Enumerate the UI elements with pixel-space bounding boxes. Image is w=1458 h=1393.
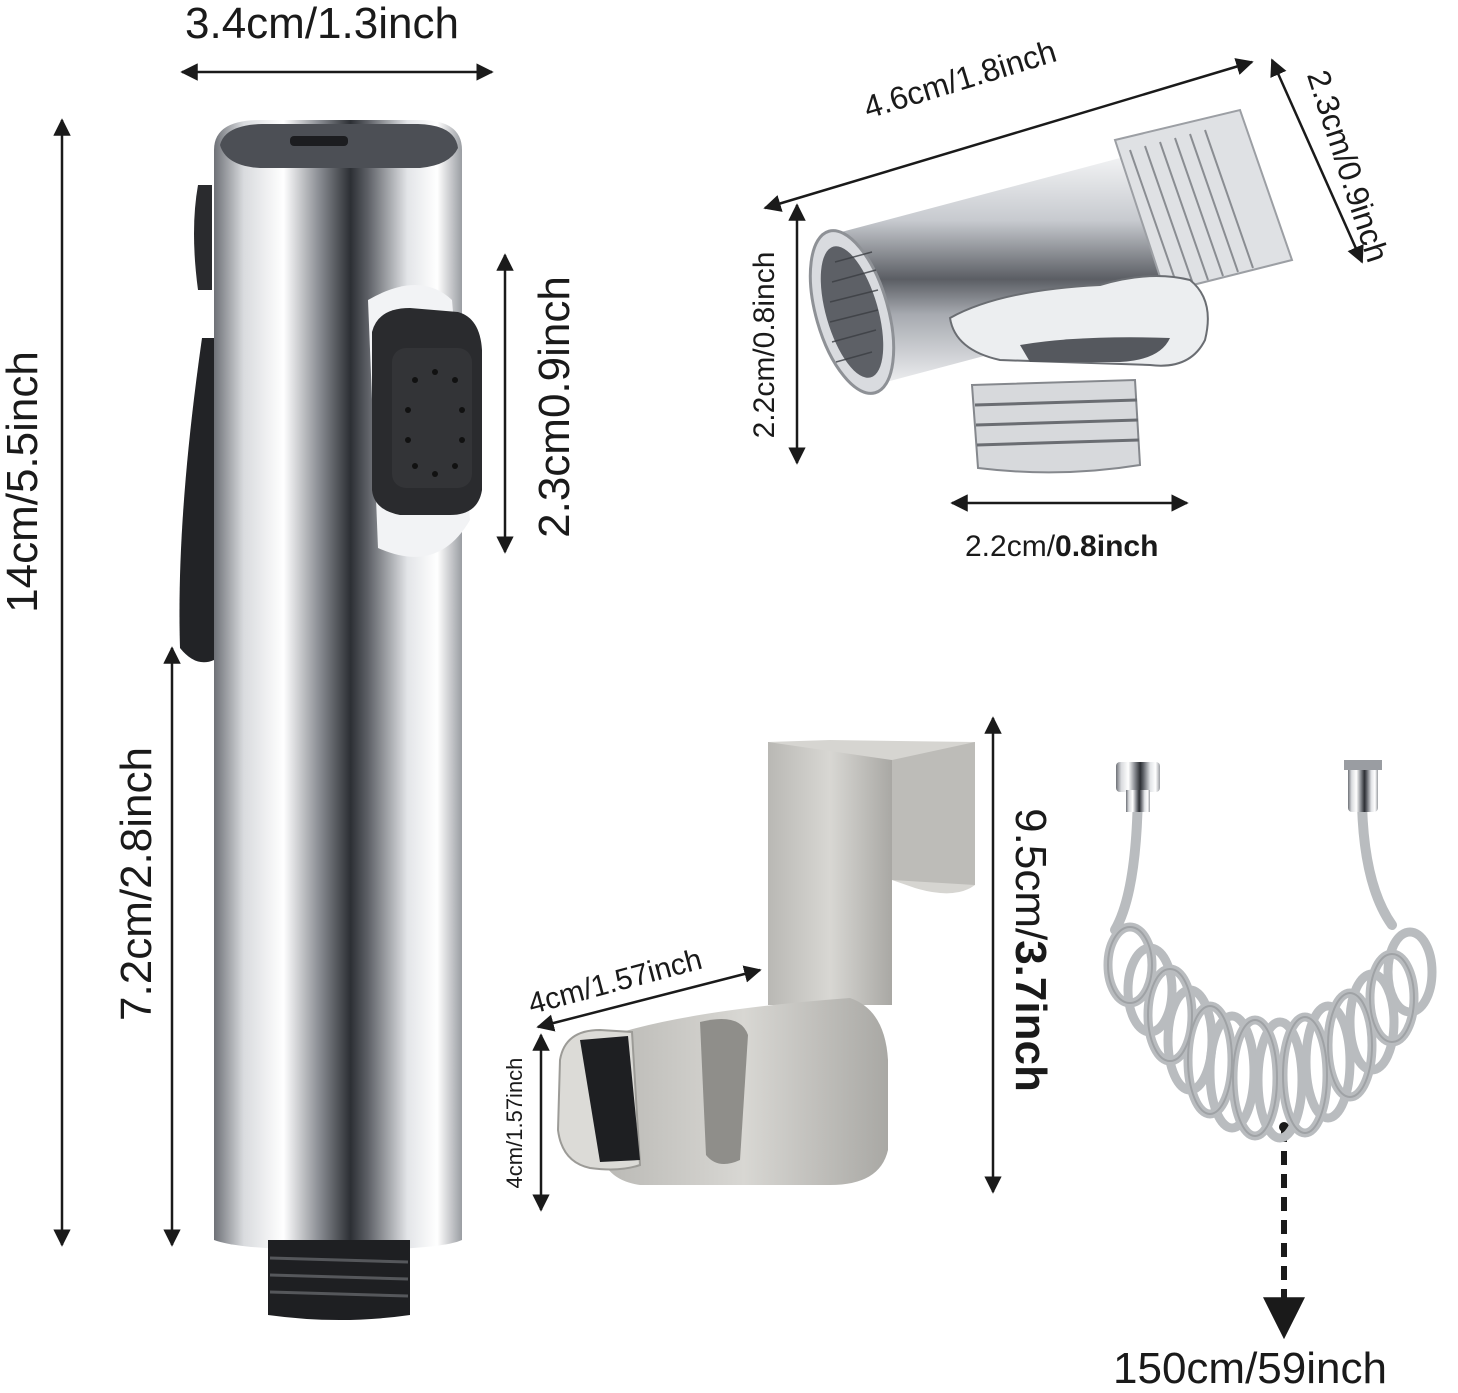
- holder-side-label: 4cm/1.57inch: [502, 1057, 527, 1189]
- coiled-hose: [1103, 760, 1437, 1143]
- sprayer-button-label: 2.3cm0.9inch: [530, 276, 579, 538]
- sprayer-lower-length-label: 7.2cm/2.8inch: [112, 747, 161, 1021]
- dimension-arrows: [53, 58, 1364, 1247]
- holder-height-label-inch: 3.7inch: [1006, 940, 1055, 1092]
- t-valve-adapter: [808, 108, 1294, 474]
- tvalve-height-label: 2.2cm/0.8inch: [748, 251, 781, 439]
- wall-holder: [556, 740, 975, 1185]
- tvalve-bottom-label-cm: 2.2cm/: [965, 530, 1056, 563]
- sprayer-width-label: 3.4cm/1.3inch: [185, 0, 459, 48]
- sprayer-length-label: 14cm/5.5inch: [0, 351, 47, 613]
- tvalve-bottom-label-inch: 0.8inch: [1055, 530, 1159, 563]
- hose-length-label: 150cm/59inch: [1113, 1344, 1387, 1393]
- holder-height-label: 9.5cm/3.7inch: [1006, 800, 1055, 1100]
- holder-height-label-cm: 9.5cm/: [1006, 808, 1055, 941]
- hand-sprayer: [179, 120, 482, 1320]
- tvalve-bottom-label: 2.2cm/0.8inch: [965, 532, 1158, 562]
